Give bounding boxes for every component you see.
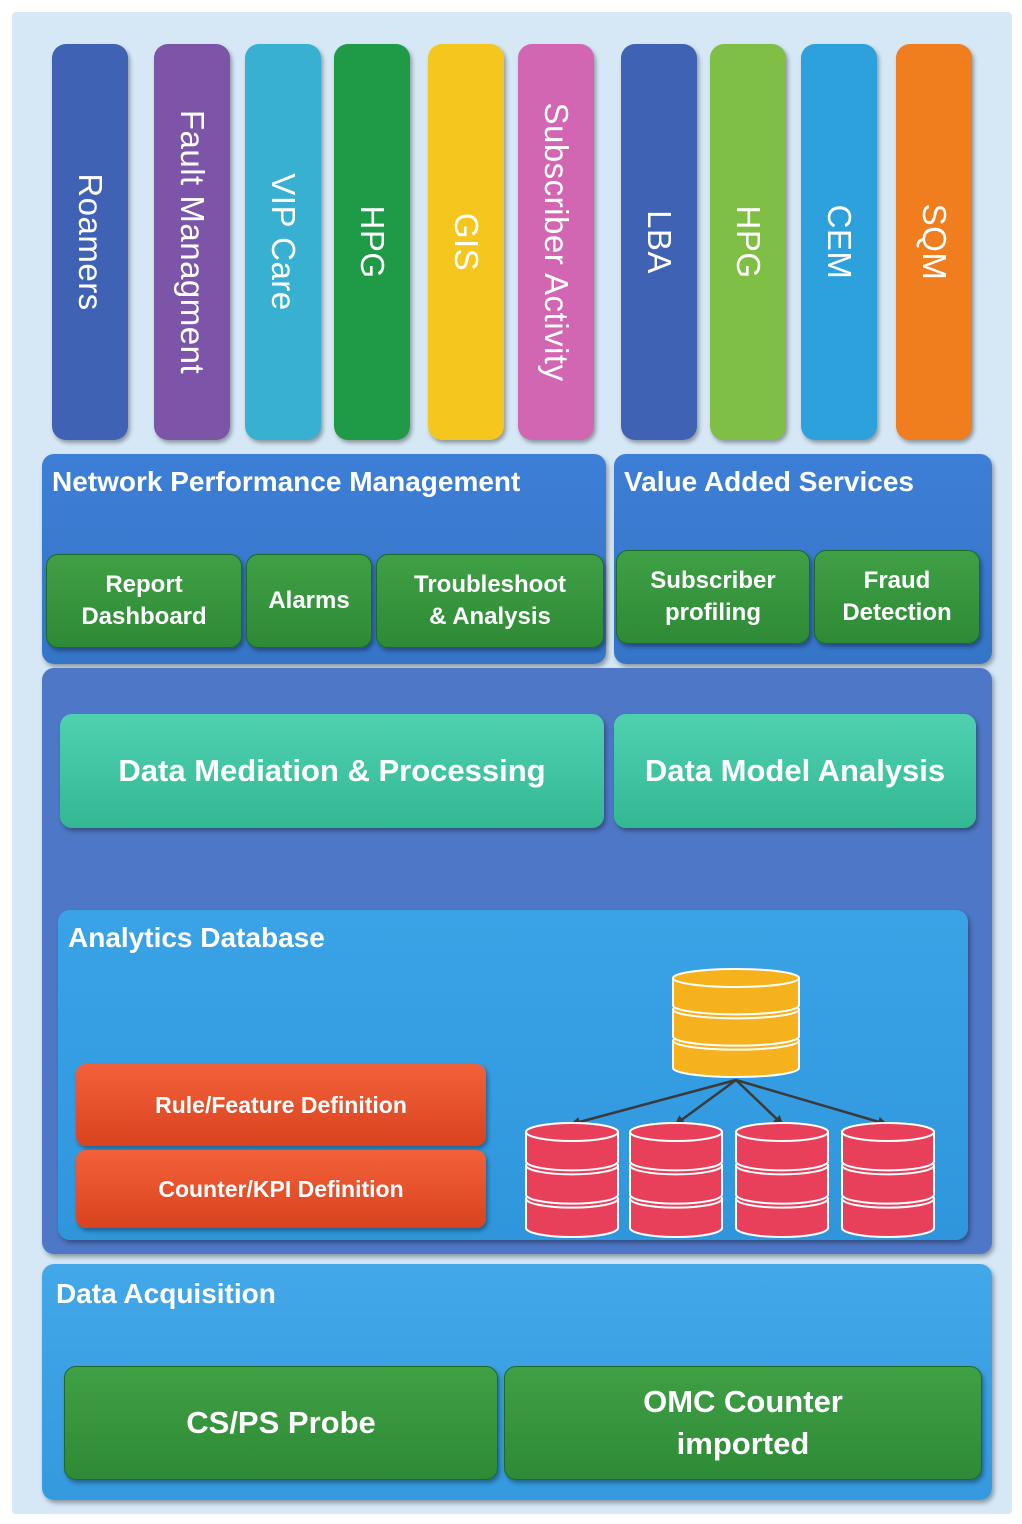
pillar-fault-management: Fault Managment xyxy=(154,44,230,440)
counter-kpi-definition-box: Counter/KPI Definition xyxy=(76,1150,486,1228)
master-database-icon xyxy=(672,968,800,1078)
subscriber-profiling-box: Subscriber profiling xyxy=(616,550,810,644)
master-database-cylinder xyxy=(672,968,800,1078)
fraud-detection-box: Fraud Detection xyxy=(814,550,980,644)
cs-ps-probe-box: CS/PS Probe xyxy=(64,1366,498,1480)
pillar-sqm: SQM xyxy=(896,44,972,440)
vas-title: Value Added Services xyxy=(624,466,914,497)
node-database-cylinder-2 xyxy=(629,1122,723,1238)
rule-feature-definition-box: Rule/Feature Definition xyxy=(76,1064,486,1146)
pillar-roamers: Roamers xyxy=(52,44,128,440)
connector-arrows xyxy=(570,1078,888,1127)
alarms-box: Alarms xyxy=(246,554,372,648)
pillar-vip-care: VIP Care xyxy=(245,44,321,440)
npm-title: Network Performance Management xyxy=(52,466,521,497)
node-database-cylinder-1 xyxy=(525,1122,619,1238)
pillar-hpg-npm: HPG xyxy=(334,44,410,440)
pillar-subscriber-activity: Subscriber Activity xyxy=(518,44,594,440)
node-database-cylinder-3 xyxy=(735,1122,829,1238)
analytics-database-title: Analytics Database xyxy=(68,922,325,953)
pillar-cem: CEM xyxy=(801,44,877,440)
data-model-analysis-box: Data Model Analysis xyxy=(614,714,976,828)
data-acquisition-title: Data Acquisition xyxy=(56,1278,276,1309)
pillar-lba: LBA xyxy=(621,44,697,440)
data-mediation-processing-box: Data Mediation & Processing xyxy=(60,714,604,828)
node-databases xyxy=(525,1122,935,1238)
omc-counter-imported-box: OMC Counter imported xyxy=(504,1366,982,1480)
pillar-gis: GIS xyxy=(428,44,504,440)
node-database-cylinder-4 xyxy=(841,1122,935,1238)
troubleshoot-analysis-box: Troubleshoot & Analysis xyxy=(376,554,604,648)
pillar-hpg-vas: HPG xyxy=(710,44,786,440)
report-dashboard-box: Report Dashboard xyxy=(46,554,242,648)
